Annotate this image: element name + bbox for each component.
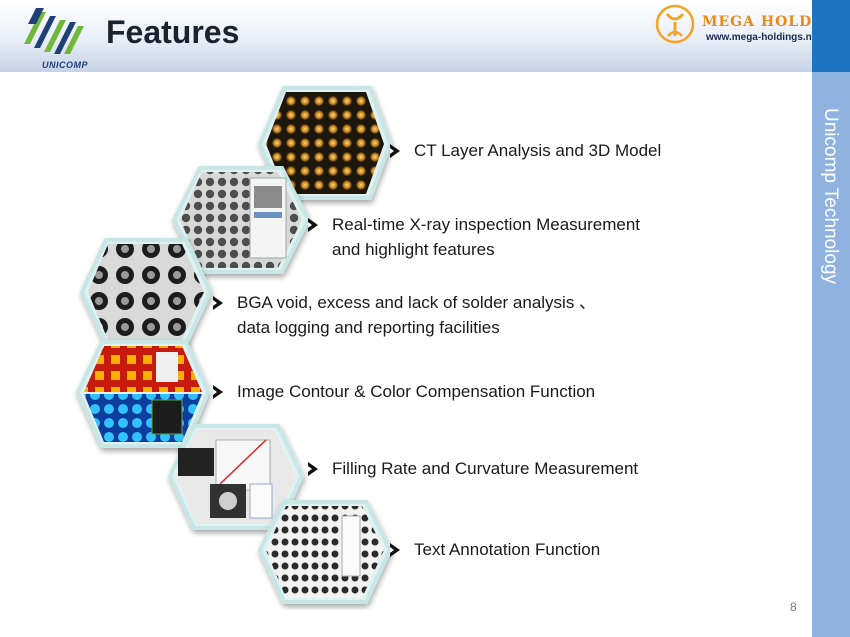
arrow-bullet-icon <box>308 462 318 476</box>
feature-hexagon-collage <box>60 80 400 610</box>
hexagon-xray-measurement <box>171 166 311 274</box>
hexagon-images <box>75 86 393 604</box>
feature-item-xray: Real-time X-ray inspection Measurement a… <box>308 212 640 262</box>
sidebar-band <box>812 72 850 637</box>
feature-item-bga: BGA void, excess and lack of solder anal… <box>213 290 596 340</box>
arrow-bullet-icon <box>390 543 400 557</box>
feature-item-ct-layer: CT Layer Analysis and 3D Model <box>390 138 661 163</box>
feature-line: Real-time X-ray inspection Measurement <box>332 215 641 234</box>
hexagon-text-annotation <box>257 500 393 604</box>
feature-line: Filling Rate and Curvature Measurement <box>332 459 639 478</box>
unicomp-logo-icon <box>24 8 84 54</box>
arrow-bullet-icon <box>308 218 318 232</box>
feature-item-annotation: Text Annotation Function <box>390 537 600 562</box>
feature-line: Image Contour & Color Compensation Funct… <box>237 382 596 401</box>
arrow-bullet-icon <box>213 385 223 399</box>
feature-line: Text Annotation Function <box>414 540 601 559</box>
page-number: 8 <box>790 600 797 614</box>
arrow-bullet-icon <box>390 144 400 158</box>
brand-url[interactable]: www.mega-holdings.net <box>706 32 821 43</box>
hexagon-color-compensation <box>75 340 211 448</box>
feature-item-color: Image Contour & Color Compensation Funct… <box>213 379 595 404</box>
mega-holdings-logo-icon <box>655 4 695 44</box>
feature-line: data logging and reporting facilities <box>237 318 500 337</box>
hexagon-bga-analysis <box>79 238 213 346</box>
feature-line: and highlight features <box>332 240 495 259</box>
sidebar-top-block <box>812 0 850 72</box>
hexagon-ct-layer <box>257 86 393 200</box>
unicomp-logo: UNICOMP <box>14 4 94 70</box>
sidebar-label: Unicomp Technology <box>820 108 841 285</box>
header-bar: UNICOMP Features MEGA HOLDINGS www.mega-… <box>0 0 850 72</box>
arrow-bullet-icon <box>213 296 223 310</box>
page-title: Features <box>106 14 240 50</box>
feature-line: CT Layer Analysis and 3D Model <box>414 141 662 160</box>
logo-text: UNICOMP <box>42 60 88 70</box>
feature-line: BGA void, excess and lack of solder anal… <box>237 293 597 312</box>
feature-item-filling: Filling Rate and Curvature Measurement <box>308 456 638 481</box>
